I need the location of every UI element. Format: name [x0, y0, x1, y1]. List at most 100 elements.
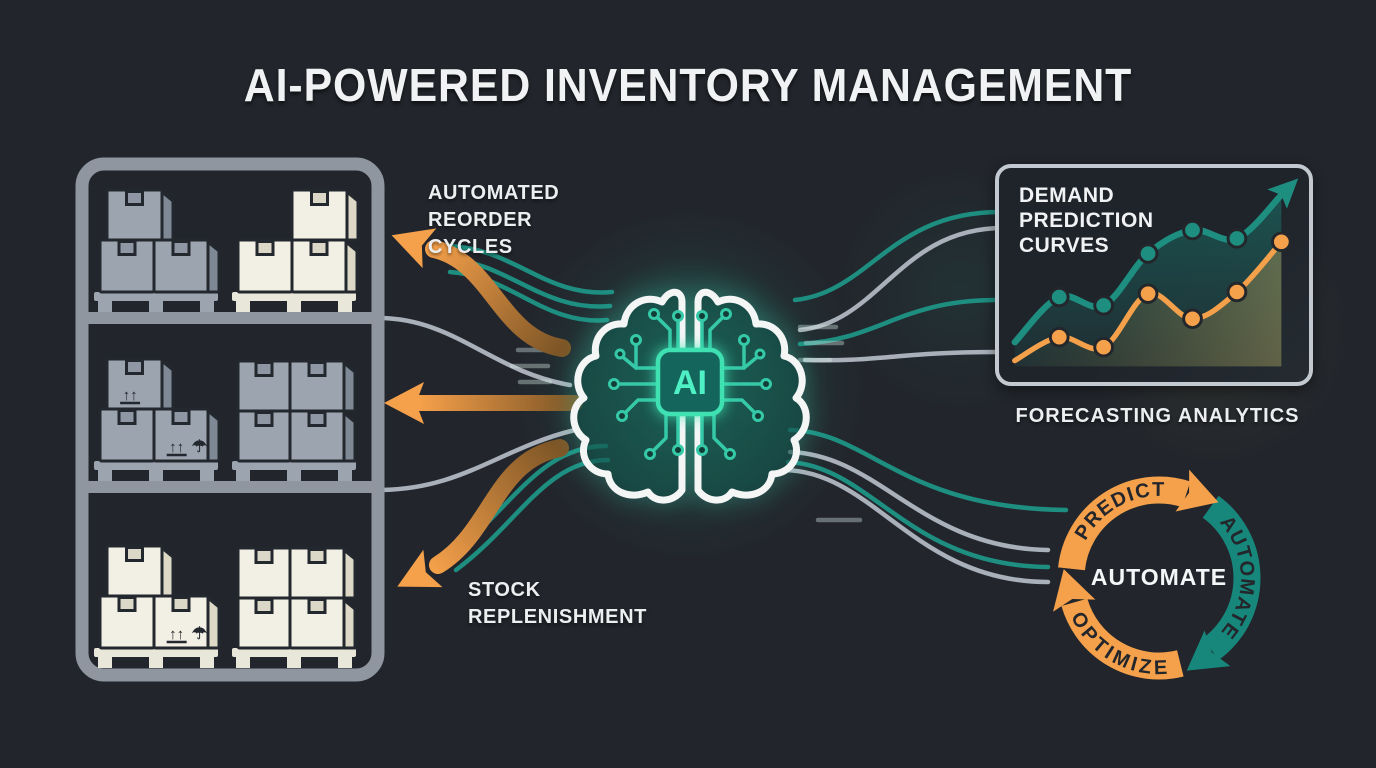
box-flap-notch	[307, 548, 327, 564]
chart-data-point	[1048, 286, 1070, 308]
dispatch-arrow	[384, 382, 583, 424]
ai-chip-label: AI	[673, 364, 707, 402]
pallet-foot	[98, 301, 112, 312]
pallet-foot	[149, 301, 163, 312]
cycle-arrowhead-automate	[1186, 630, 1231, 671]
box-side-shade	[344, 240, 359, 294]
pallet-deck	[232, 292, 356, 301]
pallet-foot	[338, 470, 352, 481]
chart-data-point	[1137, 283, 1159, 304]
keep-dry-mark: ☂	[192, 624, 207, 643]
teal-connector-line	[445, 243, 615, 295]
pallet-foot	[149, 470, 163, 481]
brain-circuits	[608, 307, 773, 461]
replenishment-arrow-shaft	[429, 439, 569, 574]
box-flap-notch	[254, 361, 274, 377]
pallet-foot	[287, 470, 301, 481]
cycle-arrowhead-predict	[1175, 469, 1219, 512]
box-flap-notch	[254, 598, 274, 614]
pallet-foot	[98, 657, 112, 668]
reorder-arrowhead	[391, 228, 437, 269]
gray-connector-line	[782, 467, 1051, 585]
pallet-foot	[200, 470, 214, 481]
pallet-stack: ↑↑ ☂	[94, 544, 221, 668]
shelf-frame	[75, 157, 385, 682]
page-title: AI-POWERED INVENTORY MANAGEMENT	[243, 59, 1133, 111]
pallet-foot	[98, 470, 112, 481]
pallet-deck	[232, 648, 356, 657]
chart-data-point	[1093, 295, 1115, 316]
box-flap-notch	[171, 240, 191, 256]
box-side-shade	[160, 359, 175, 411]
keep-dry-mark: ☂	[192, 437, 207, 456]
box-flap-notch	[125, 546, 144, 562]
chart-data-point	[1182, 308, 1203, 329]
chart-data-point	[1048, 326, 1070, 348]
brain-hemispheres	[570, 288, 810, 504]
box-flap-notch	[255, 240, 275, 256]
shelf-bar	[82, 312, 378, 324]
teal-connector-line	[787, 427, 1069, 513]
shelf-bar	[82, 481, 378, 493]
chart-data-point	[1270, 231, 1292, 253]
box-side-shade	[342, 411, 357, 463]
replenishment-arrowhead	[397, 549, 443, 588]
pallet-stack	[94, 188, 221, 312]
pallet-deck	[94, 292, 218, 301]
pallet-foot	[200, 657, 214, 668]
box-side-shade	[206, 409, 221, 463]
label-automated-reorder-cycles: AUTOMATED REORDER CYCLES	[428, 182, 560, 258]
pallet-deck	[94, 461, 218, 470]
chart-data-point	[1093, 337, 1115, 358]
ai-chip-body	[655, 347, 725, 417]
pallet-foot	[236, 657, 250, 668]
ai-brain: AI	[558, 254, 822, 518]
this-way-up-mark: ↑↑	[169, 439, 184, 456]
reorder-arrow-shaft	[425, 240, 571, 357]
teal-connector-line	[792, 209, 1003, 303]
teal-connector-line	[797, 297, 1000, 347]
chart-data-point	[1226, 281, 1248, 303]
dispatch-arrowhead	[384, 382, 424, 424]
pallet-stack	[232, 546, 357, 668]
cycle-arc-optimize	[1061, 598, 1184, 680]
chart-data-point	[1226, 228, 1248, 249]
box-flap-notch	[254, 548, 274, 564]
box-flap-notch	[117, 409, 137, 425]
box-flap-notch	[117, 596, 137, 612]
box-flap-notch	[125, 190, 144, 206]
pallet-foot	[338, 657, 352, 668]
box-side-shade	[206, 240, 221, 294]
box-flap-notch	[307, 411, 327, 427]
pallet-foot	[338, 301, 352, 312]
box-flap-notch	[307, 598, 327, 614]
box-side-shade	[345, 190, 360, 242]
this-way-up-mark: ↑↑	[123, 387, 138, 404]
box-side-shade	[342, 361, 357, 413]
label-stock-replenishment: STOCK REPLENISHMENT	[468, 579, 647, 628]
box-side-shade	[160, 190, 175, 242]
cycle-center-label: AUTOMATE	[1091, 564, 1227, 590]
ai-chip: AI	[655, 347, 725, 417]
pallet-stack: ↑↑ ☂ ↑↑	[94, 357, 221, 481]
pallet-foot	[287, 657, 301, 668]
box-side-shade	[206, 596, 221, 650]
pallet-stack	[232, 359, 357, 481]
pallet-foot	[149, 657, 163, 668]
cycle-arc-predict	[1058, 476, 1191, 571]
box-flap-notch	[309, 240, 329, 256]
this-way-up-mark: ↑↑	[169, 626, 184, 643]
demand-prediction-chart	[1011, 178, 1299, 367]
chart-area-fill	[1014, 241, 1282, 367]
cycle-arrowhead-optimize	[1053, 569, 1096, 612]
box-side-shade	[160, 546, 175, 598]
box-flap-notch	[310, 190, 329, 206]
box-flap-notch	[117, 240, 137, 256]
gray-connector-line	[375, 315, 573, 388]
pallet-deck	[94, 648, 218, 657]
pallet-foot	[236, 470, 250, 481]
chart-data-point	[1182, 219, 1203, 241]
demand-chart-panel: DEMAND PREDICTION CURVES	[995, 164, 1313, 386]
box-flap-notch	[171, 409, 191, 425]
